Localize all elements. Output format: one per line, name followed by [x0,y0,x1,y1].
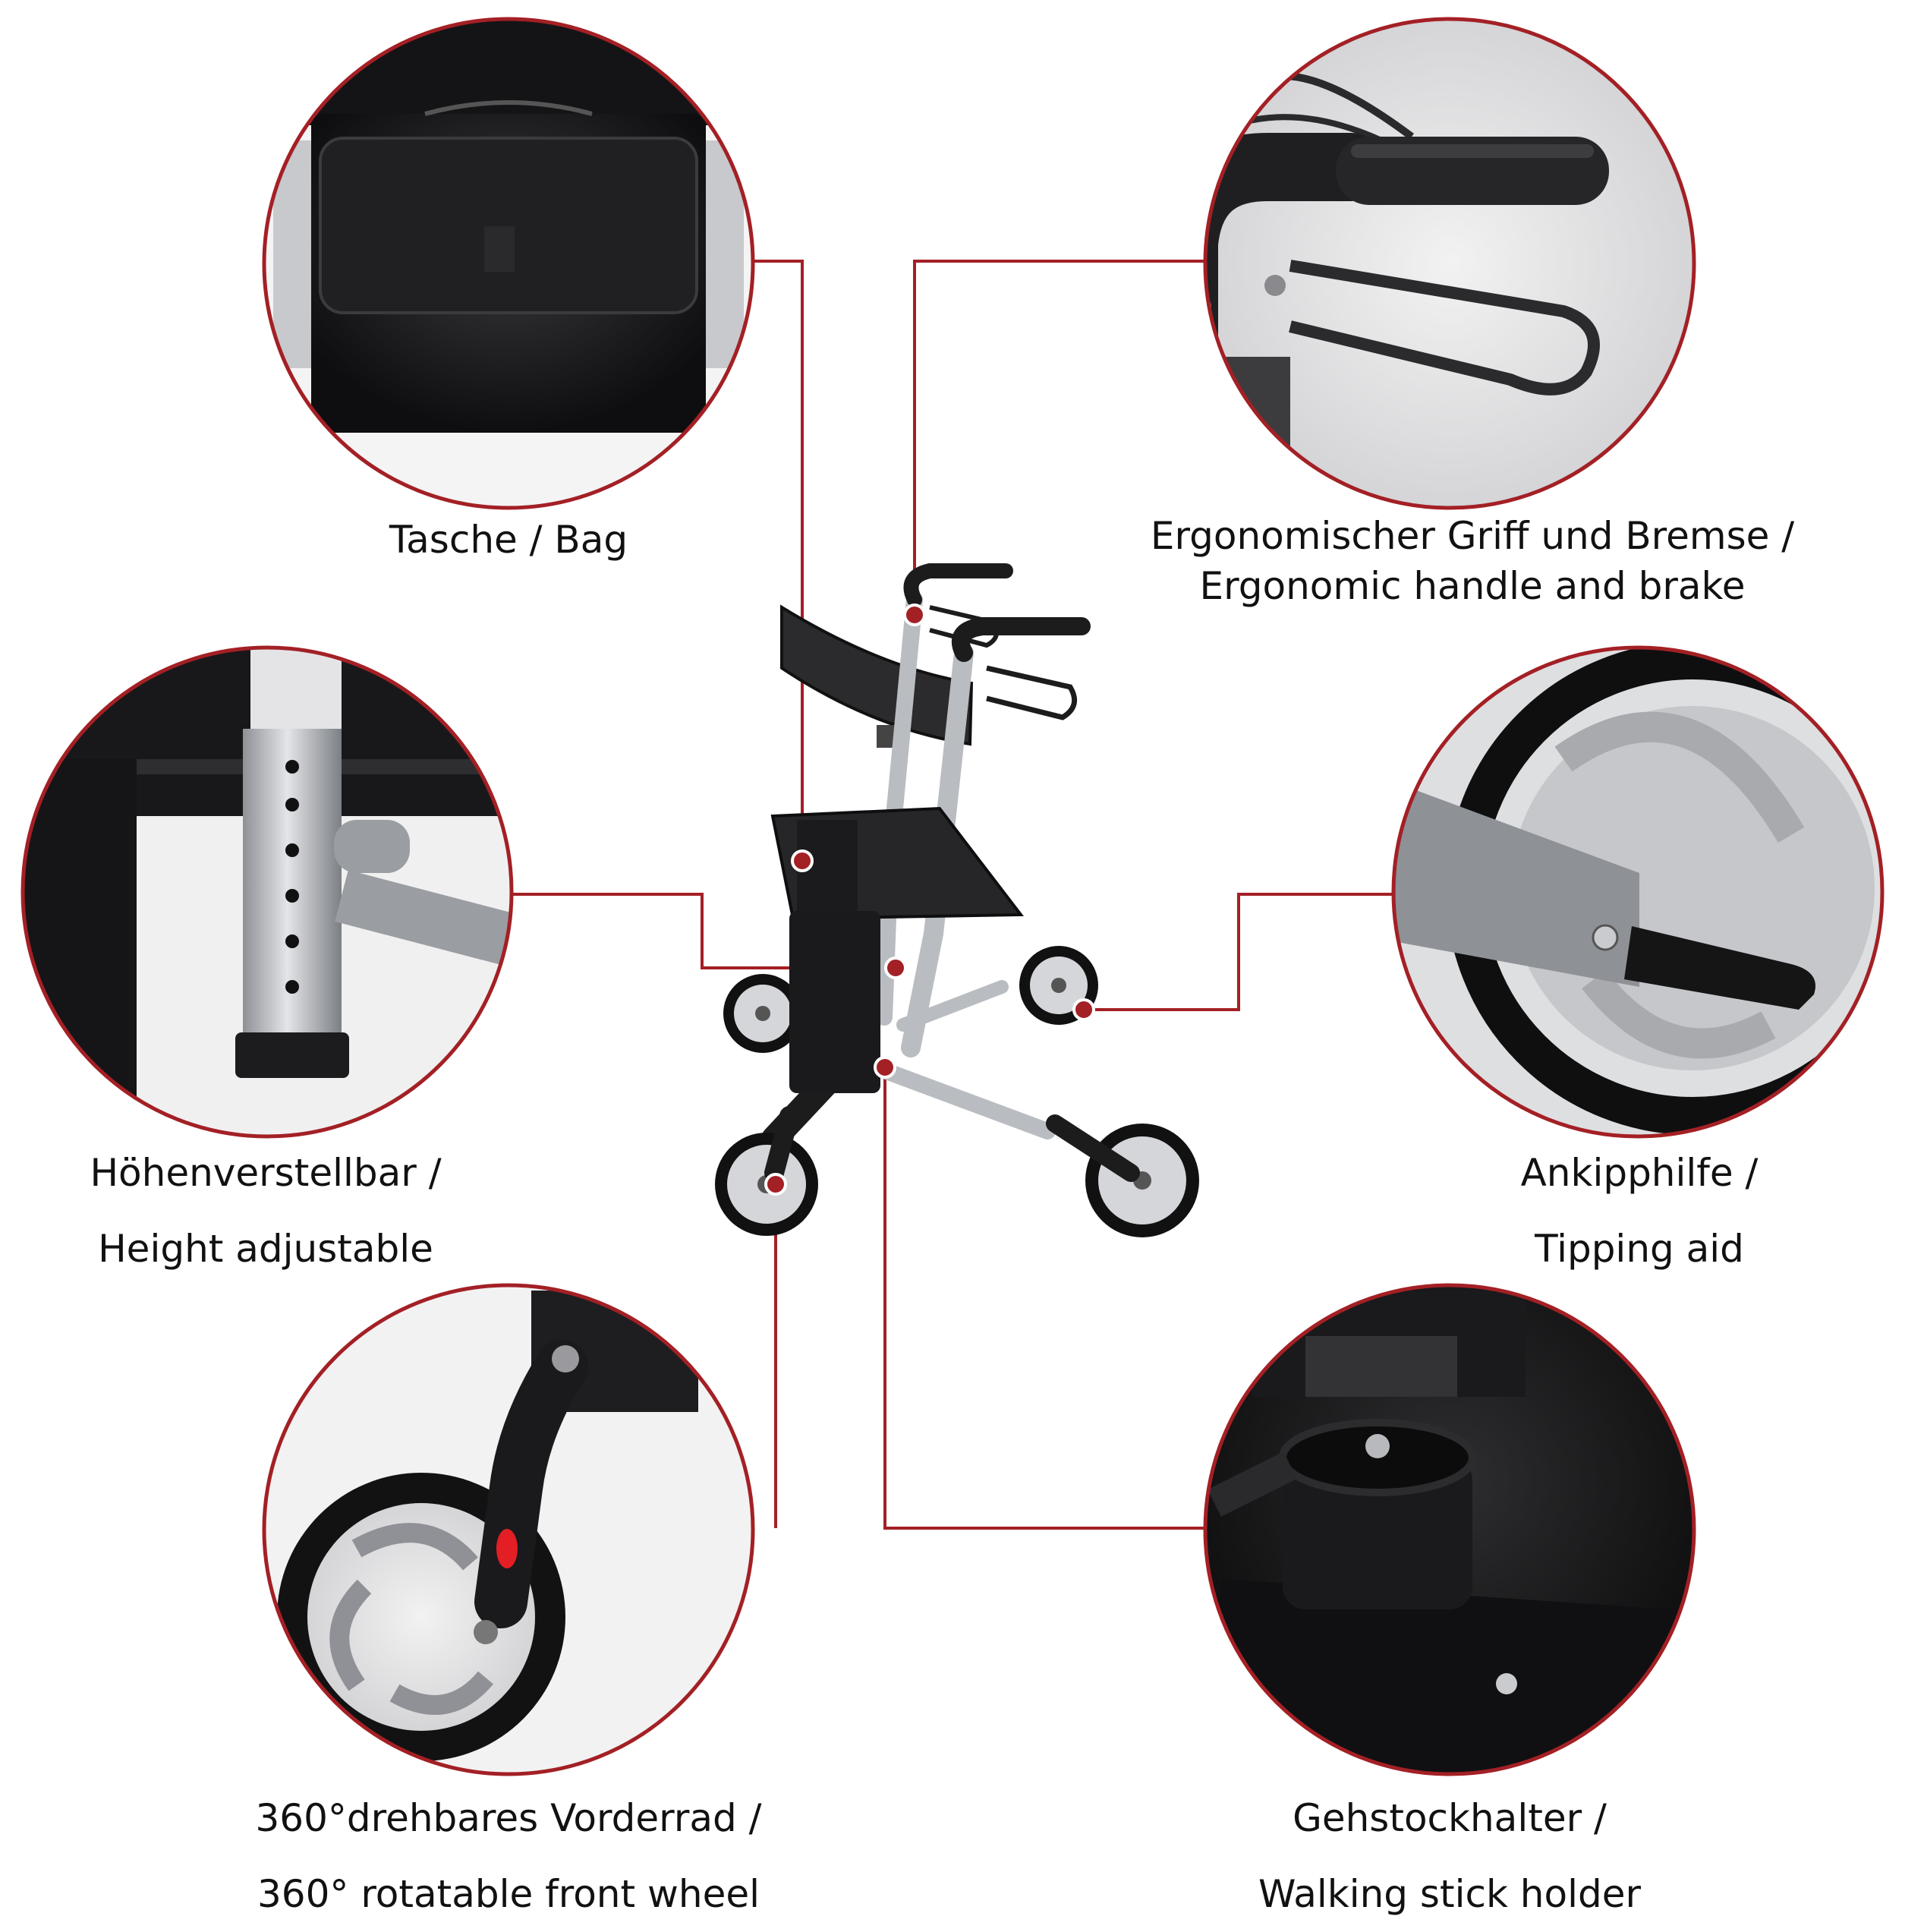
front-wheel-icon [262,1283,755,1776]
front-wheel-right [1046,1114,1199,1237]
rollator-product-image [715,563,1199,1237]
detail-circle-wheel [262,1283,755,1776]
detail-circle-handle [1203,17,1696,510]
caption-bag-line-1: Tasche / Bag [389,518,628,562]
caption-tipping-line-2: Tipping aid [1535,1227,1744,1271]
caption-handle-line-1: Ergonomischer Griff und Bremse / [1150,514,1795,558]
caption-stick: Gehstockhalter / Walking stick holder [1184,1780,1715,1932]
caption-height: Höhenverstellbar / Height adjustable [15,1135,516,1287]
height-adjust-icon [20,645,514,1139]
caption-height-line-1: Höhenverstellbar / [90,1151,442,1195]
marker-stick [874,1056,896,1079]
detail-circle-tipping [1391,645,1885,1139]
marker-dots [764,604,1095,1196]
connector-handle [913,260,1205,615]
caption-wheel-line-2: 360° rotatable front wheel [257,1872,760,1916]
tipping-aid-icon [1391,645,1885,1139]
caption-bag: Tasche / Bag [281,515,736,565]
marker-handle [903,604,926,626]
marker-tipping [1072,998,1095,1021]
detail-circle-height [20,645,514,1139]
bag-icon [262,17,755,510]
caption-wheel: 360°drehbares Vorderrad / 360° rotatable… [228,1780,789,1932]
handle-brake-icon [1203,17,1696,510]
detail-circle-bag [262,17,755,510]
handles [903,563,1091,720]
rear-wheel-left [723,974,802,1053]
caption-tipping-line-1: Ankipphilfe / [1520,1151,1759,1195]
caption-tipping: Ankipphilfe / Tipping aid [1412,1135,1867,1287]
backrest [780,604,974,748]
caption-handle-line-2: Ergonomic handle and brake [1199,564,1746,608]
seat [770,806,1024,926]
detail-circle-stick [1203,1283,1696,1776]
caption-handle: Ergonomischer Griff und Bremse / Ergonom… [1078,511,1867,611]
marker-height [884,957,907,979]
front-wheel-left [715,1106,818,1236]
marker-bag [791,849,814,872]
bag-under-seat [789,911,880,1093]
marker-wheel [764,1173,787,1196]
caption-stick-line-1: Gehstockhalter / [1293,1796,1607,1840]
stick-holder-icon [1203,1283,1696,1776]
connector-bag [753,260,804,861]
connector-stick [883,1067,1205,1530]
connector-tipping [1084,893,1393,1011]
caption-stick-line-2: Walking stick holder [1258,1872,1642,1916]
caption-wheel-line-1: 360°drehbares Vorderrad / [255,1796,762,1840]
caption-height-line-2: Height adjustable [98,1227,433,1271]
